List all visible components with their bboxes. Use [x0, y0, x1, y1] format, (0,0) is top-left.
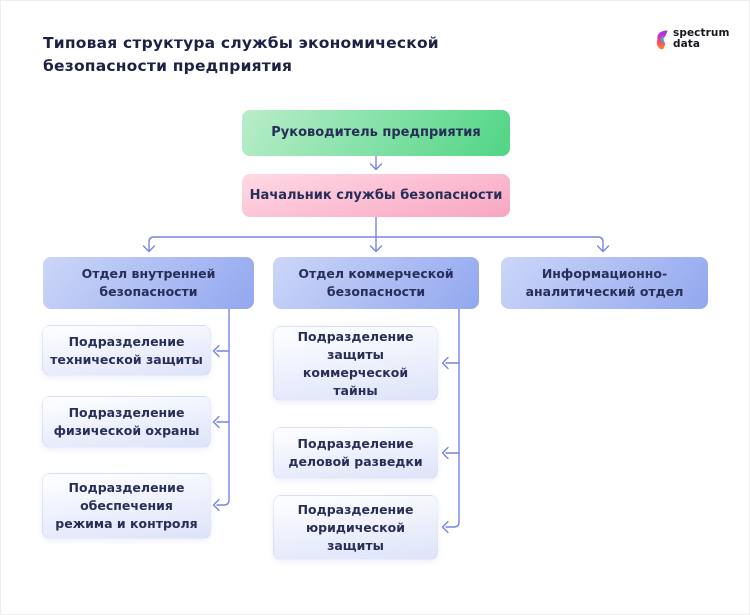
brand-logo-text: spectrum data	[673, 27, 730, 50]
node-label: Руководитель предприятия	[271, 125, 481, 140]
arrowhead-dept-commercial	[369, 245, 383, 253]
node-label: Подразделение юридической защиты	[297, 501, 414, 553]
node-sub-regime-control: Подразделение обеспечения режима и контр…	[42, 473, 211, 539]
arrowhead-sub-tech	[212, 344, 220, 358]
node-sub-trade-secret-protection: Подразделение защиты коммерческой тайны	[273, 326, 438, 401]
node-label: Подразделение защиты коммерческой тайны	[297, 328, 414, 398]
node-dept-internal-security: Отдел внутренней безопасности	[43, 257, 254, 309]
node-label: Начальник службы безопасности	[249, 187, 503, 203]
brand-logo: spectrum data	[655, 28, 730, 50]
arrowhead-chief	[369, 163, 383, 171]
arrowhead-sub-legal	[441, 520, 449, 534]
spectrum-data-logo-icon	[656, 30, 668, 50]
arrowhead-sub-physical	[212, 415, 220, 429]
node-dept-information-analytical: Информационно- аналитический отдел	[501, 257, 708, 309]
node-label: Отдел внутренней безопасности	[81, 266, 216, 299]
node-sub-technical-protection: Подразделение технической защиты	[42, 325, 211, 376]
node-security-chief: Начальник службы безопасности	[242, 174, 510, 217]
node-sub-legal-protection: Подразделение юридической защиты	[273, 495, 438, 560]
arrowhead-dept-internal	[142, 245, 156, 253]
connector-dept-bus	[148, 236, 604, 251]
node-label: Подразделение обеспечения режима и контр…	[55, 480, 198, 531]
node-label: Подразделение технической защиты	[50, 333, 203, 367]
node-label: Отдел коммерческой безопасности	[298, 266, 454, 299]
arrowhead-sub-regime	[212, 498, 220, 512]
connector-internal-drop	[216, 308, 230, 506]
node-sub-physical-guard: Подразделение физической охраны	[42, 396, 211, 448]
node-label: Подразделение деловой разведки	[288, 436, 423, 469]
node-company-director: Руководитель предприятия	[242, 110, 510, 156]
node-label: Информационно- аналитический отдел	[525, 266, 684, 299]
node-label: Подразделение физической охраны	[53, 405, 200, 438]
arrowhead-sub-secret	[441, 356, 449, 370]
page-title: Типовая структура службы экономической б…	[43, 34, 439, 75]
arrowhead-dept-analytical	[596, 245, 610, 253]
connector-commercial-drop	[445, 308, 460, 528]
node-dept-commercial-security: Отдел коммерческой безопасности	[273, 257, 479, 309]
node-sub-business-intelligence: Подразделение деловой разведки	[273, 427, 438, 479]
arrowhead-sub-intel	[441, 446, 449, 460]
